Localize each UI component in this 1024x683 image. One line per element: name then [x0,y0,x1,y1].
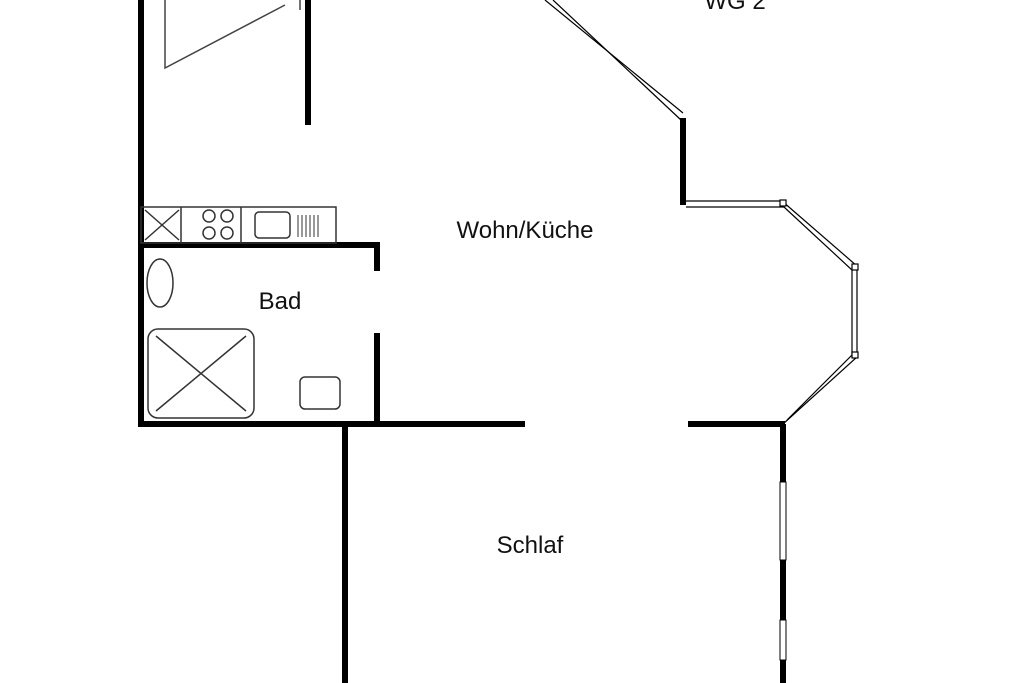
window-diagonal-top-inner [552,0,682,121]
sink-basin [254,211,291,239]
window-bedroom-2 [779,619,787,661]
bay-post-2 [851,263,859,271]
window-bedroom-1 [779,481,787,561]
window-walls [544,0,859,425]
room-label-living: Wohn/Küche [457,217,594,244]
stove-burner-1 [202,209,216,223]
upper-fixture [164,0,301,70]
washbasin [299,376,341,410]
toilet [146,258,174,308]
bedroom-right-wall [779,424,787,683]
plan-title: WG 2 [704,0,765,15]
room-label-bath: Bad [259,288,302,315]
fridge-cross-b [144,209,180,241]
kitchen-counter [140,206,337,244]
room-label-bedroom: Schlaf [497,532,564,559]
sink-drainboard [297,215,319,237]
bay-window-outer [683,200,858,425]
bay-post-1 [779,199,787,207]
shower-tray [147,328,255,419]
walls [138,0,785,683]
counter-outline [140,206,337,244]
shower-cross-b [155,335,247,412]
upper-fixture-outline [164,0,286,70]
bathroom-fixtures [146,258,341,419]
stove-burner-4 [220,226,234,240]
stove-burner-2 [220,209,234,223]
stove-burner-3 [202,226,216,240]
bay-post-3 [851,351,859,359]
bay-window-inner [686,206,853,421]
